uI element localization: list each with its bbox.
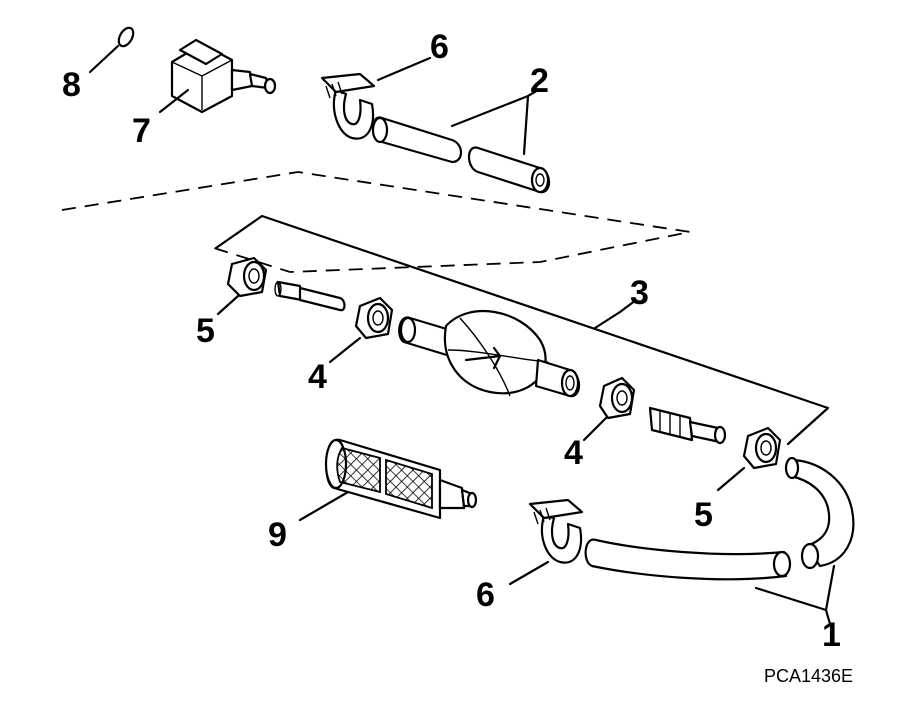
callout-5-right: 5: [694, 496, 713, 534]
leader-6-bottom: [508, 560, 550, 586]
callout-1: 1: [822, 616, 841, 654]
callout-4-left: 4: [308, 358, 327, 396]
callout-6-top: 6: [430, 28, 449, 66]
callout-9: 9: [268, 516, 287, 554]
part-6-hose-clamp-top: [320, 72, 376, 140]
part-7-fuel-connector: [170, 38, 277, 114]
leader-2: [450, 88, 540, 156]
leader-7: [158, 88, 190, 114]
callout-5-left: 5: [196, 312, 215, 350]
leader-8: [88, 44, 120, 74]
figure-code: PCA1436E: [764, 666, 853, 686]
part-2-short-hose-left: [371, 116, 463, 164]
leader-5-left: [216, 294, 240, 316]
part-6-hose-clamp-bottom: [528, 498, 584, 564]
callout-7: 7: [132, 112, 151, 150]
leader-6-top: [376, 56, 432, 82]
leader-4-right: [582, 416, 608, 442]
leader-bracket-3: [214, 214, 830, 446]
fitting-right: [648, 406, 727, 445]
part-8-o-ring: [117, 26, 135, 48]
part-3-primer-bulb: [398, 309, 581, 398]
fitting-left: [274, 280, 346, 312]
part-9-fuel-filter: [324, 438, 478, 520]
callout-4-right: 4: [564, 434, 583, 472]
leader-4-left: [328, 336, 362, 364]
part-4-nut-right: [598, 376, 636, 420]
callout-8: 8: [62, 66, 81, 104]
part-2-short-hose-right: [467, 146, 551, 194]
part-5-nut-left: [226, 256, 268, 298]
part-5-nut-right: [742, 426, 782, 470]
leader-9: [298, 490, 350, 522]
leader-1: [754, 564, 836, 626]
leader-5-right: [716, 466, 746, 492]
part-1-fuel-hose: [584, 456, 855, 581]
leader-3: [618, 298, 638, 314]
callout-3: 3: [630, 274, 649, 312]
part-4-nut-left: [354, 296, 394, 340]
callout-6-bottom: 6: [476, 576, 495, 614]
dashed-group-outline: [61, 171, 691, 273]
callout-2: 2: [530, 62, 549, 100]
